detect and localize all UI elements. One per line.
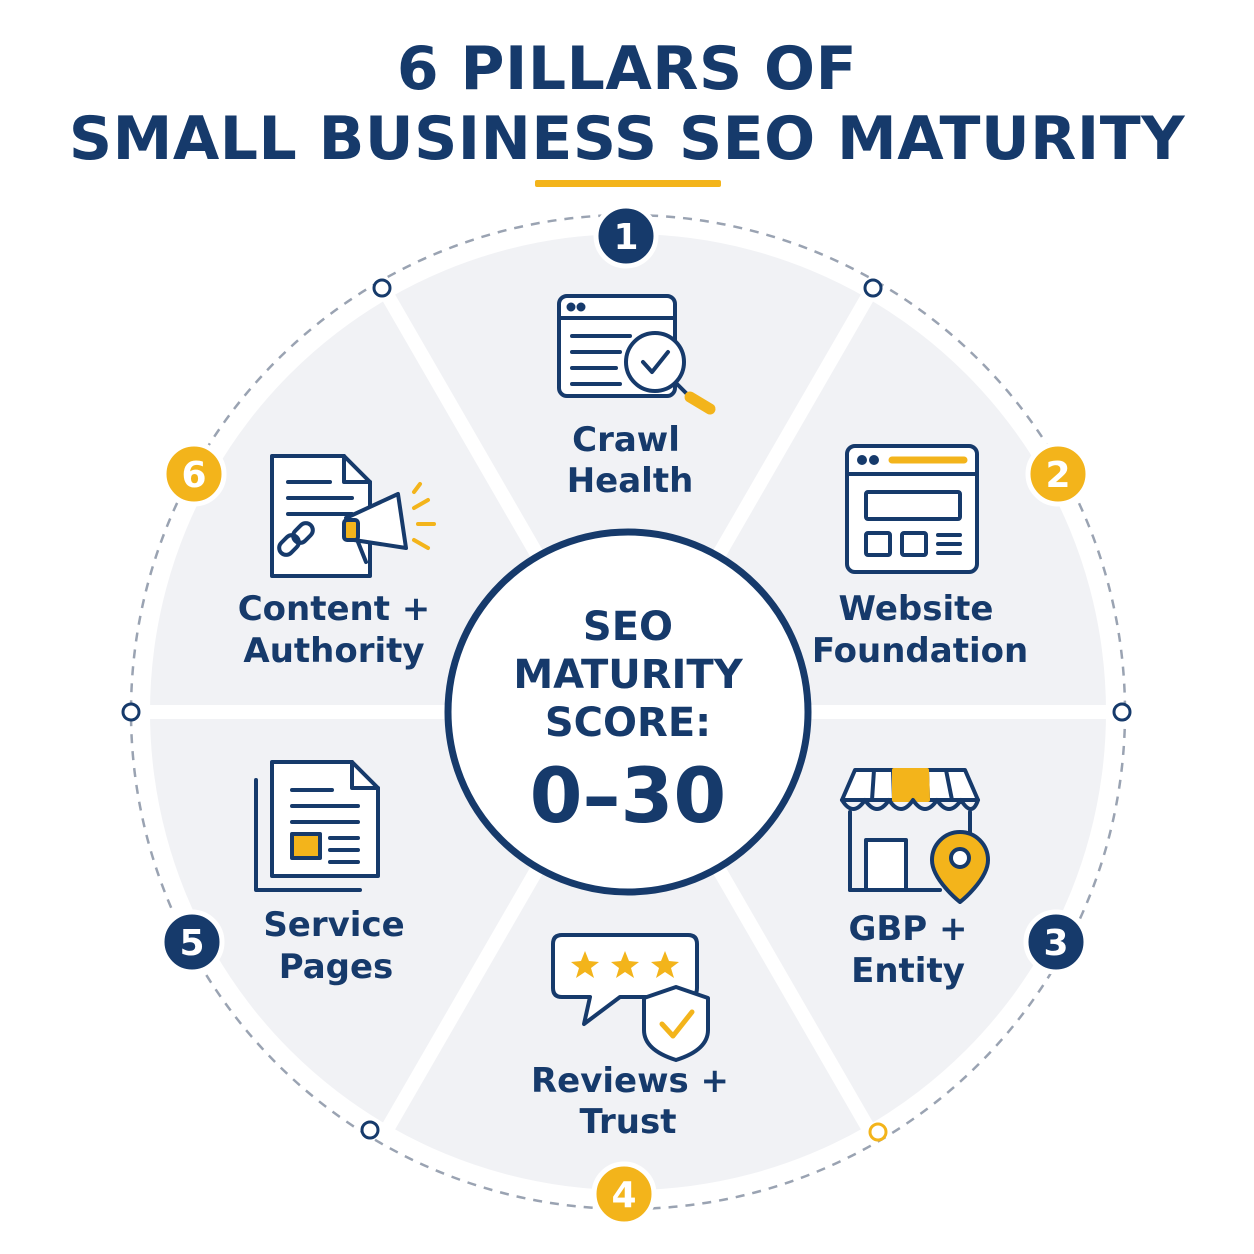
title-underline	[535, 180, 721, 187]
rating-stars	[571, 951, 679, 978]
boundary-dot	[121, 702, 141, 722]
pillar-3-label-line-2: Entity	[851, 951, 965, 991]
pillar-6-label-line-2: Authority	[243, 631, 424, 671]
pillar-5: Service Pages 5	[159, 760, 405, 987]
storefront-location-pin-icon	[840, 768, 990, 904]
pillar-4-number: 4	[611, 1175, 636, 1216]
pillar-4-label-line-1: Reviews +	[531, 1061, 729, 1101]
boundary-markers	[121, 278, 1132, 1142]
stacked-pages-icon	[254, 760, 380, 892]
pillar-6: Content + Authority 6	[161, 441, 436, 671]
center-line-1: SEO	[583, 604, 673, 650]
center-circle	[444, 528, 812, 896]
segment-crawl-health	[389, 233, 867, 712]
pillar-3-number: 3	[1043, 923, 1068, 964]
pillar-6-number-badge	[161, 441, 227, 507]
pillar-3: GBP + Entity 3	[840, 768, 1089, 991]
pillar-5-number-badge	[159, 909, 225, 975]
pillar-5-label-line-1: Service	[263, 905, 404, 945]
pillar-2-label-line-1: Website	[839, 589, 994, 629]
pillar-1-label-line-2: Health	[567, 461, 694, 501]
pillar-2-number: 2	[1045, 455, 1070, 496]
pillar-1: Crawl Health 1	[557, 203, 716, 501]
pillar-4-label-line-2: Trust	[580, 1102, 677, 1142]
review-stars-shield-icon	[551, 933, 710, 1062]
browser-magnifier-check-icon	[557, 294, 716, 415]
pillar-2-label-line-2: Foundation	[812, 631, 1028, 671]
star-icon	[651, 951, 679, 978]
boundary-dot	[360, 1120, 380, 1140]
title-line-1: 6 PILLARS OF	[396, 34, 858, 104]
boundary-dot	[372, 278, 392, 298]
website-layout-icon	[845, 444, 979, 574]
pillar-5-number: 5	[179, 923, 204, 964]
pillar-2-number-badge	[1025, 441, 1091, 507]
pillar-1-label-line-1: Crawl	[572, 420, 680, 460]
center-score: 0–30	[530, 751, 727, 840]
pillar-5-label-line-2: Pages	[279, 947, 394, 987]
star-icon	[611, 951, 639, 978]
boundary-dot	[863, 278, 883, 298]
pillar-3-label-line-1: GBP +	[848, 909, 967, 949]
pillar-4: Reviews + Trust 4	[531, 933, 729, 1227]
document-link-megaphone-icon	[270, 454, 436, 578]
pillar-6-label-line-1: Content +	[238, 589, 431, 629]
pillar-6-number: 6	[181, 455, 206, 496]
boundary-dot	[868, 1122, 888, 1142]
pillar-2: Website Foundation 2	[812, 441, 1091, 671]
pillar-1-number-badge	[593, 203, 659, 269]
center-line-3: SCORE:	[545, 700, 711, 746]
pillar-1-number: 1	[613, 217, 638, 258]
star-icon	[571, 951, 599, 978]
boundary-dot	[1112, 702, 1132, 722]
center-line-2: MATURITY	[513, 652, 743, 698]
title-line-2: SMALL BUSINESS SEO MATURITY	[68, 104, 1186, 174]
pillar-3-number-badge	[1023, 909, 1089, 975]
pillar-4-number-badge	[591, 1161, 657, 1227]
